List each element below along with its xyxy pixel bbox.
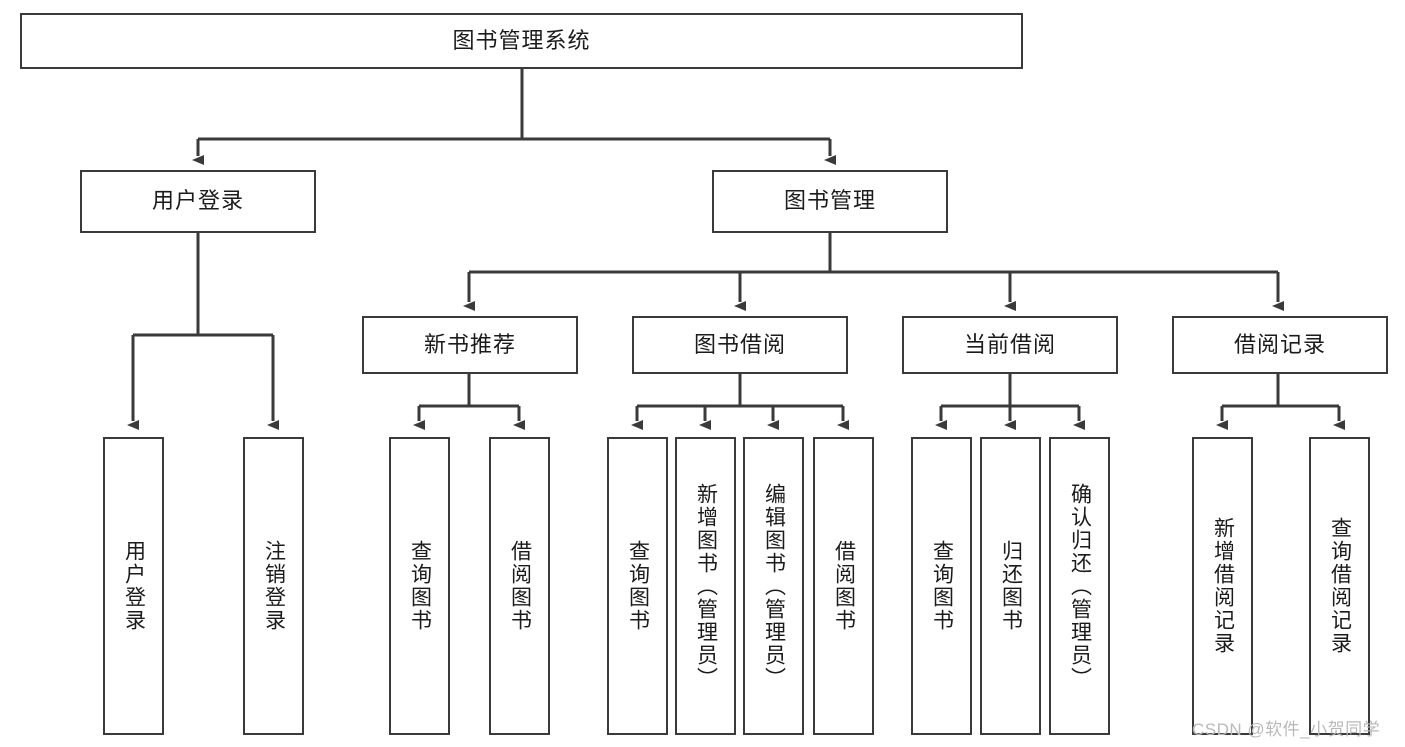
node-label: 新书推荐 <box>423 331 516 357</box>
node-label: 确认归还（管理员） <box>1068 482 1092 690</box>
node-label: 用户登录 <box>122 540 146 632</box>
node-label: 新增借阅记录 <box>1211 517 1235 655</box>
node-label: 编辑图书（管理员） <box>762 482 786 690</box>
node-label: 图书管理系统 <box>452 27 591 53</box>
leaf-current-borrow-query[interactable]: 查询图书 <box>911 437 972 735</box>
node-label: 借阅记录 <box>1233 331 1326 357</box>
leaf-new-book-query[interactable]: 查询图书 <box>389 437 450 735</box>
node-borrow-record[interactable]: 借阅记录 <box>1172 316 1388 374</box>
node-root-book-management-system[interactable]: 图书管理系统 <box>20 13 1023 69</box>
leaf-book-borrow-edit[interactable]: 编辑图书（管理员） <box>743 437 804 735</box>
node-label: 查询图书 <box>408 540 432 632</box>
leaf-borrow-record-query[interactable]: 查询借阅记录 <box>1309 437 1370 735</box>
node-label: 用户登录 <box>151 188 244 214</box>
node-label: 查询图书 <box>626 540 650 632</box>
node-label: 借阅图书 <box>508 540 532 632</box>
node-user-login[interactable]: 用户登录 <box>80 170 316 233</box>
node-label: 借阅图书 <box>832 540 856 632</box>
leaf-book-borrow-add[interactable]: 新增图书（管理员） <box>675 437 736 735</box>
leaf-user-login-logout[interactable]: 注销登录 <box>243 437 304 735</box>
node-label: 图书管理 <box>783 188 876 214</box>
node-label: 图书借阅 <box>693 331 786 357</box>
leaf-current-borrow-confirm-return[interactable]: 确认归还（管理员） <box>1049 437 1110 735</box>
node-label: 查询借阅记录 <box>1328 517 1352 655</box>
node-new-book-recommend[interactable]: 新书推荐 <box>362 316 578 374</box>
leaf-user-login-login[interactable]: 用户登录 <box>103 437 164 735</box>
node-label: 归还图书 <box>999 540 1023 632</box>
leaf-new-book-borrow[interactable]: 借阅图书 <box>489 437 550 735</box>
node-book-management[interactable]: 图书管理 <box>712 170 948 233</box>
node-label: 查询图书 <box>930 540 954 632</box>
node-label: 当前借阅 <box>963 331 1056 357</box>
node-label: 注销登录 <box>262 540 286 632</box>
leaf-borrow-record-add[interactable]: 新增借阅记录 <box>1192 437 1253 735</box>
node-current-borrow[interactable]: 当前借阅 <box>902 316 1118 374</box>
leaf-book-borrow-query[interactable]: 查询图书 <box>607 437 668 735</box>
csdn-watermark: CSDN @软件_小贺同学 <box>1192 720 1381 739</box>
leaf-current-borrow-return[interactable]: 归还图书 <box>980 437 1041 735</box>
node-book-borrow[interactable]: 图书借阅 <box>632 316 848 374</box>
leaf-book-borrow-borrow[interactable]: 借阅图书 <box>813 437 874 735</box>
node-label: 新增图书（管理员） <box>694 482 718 690</box>
